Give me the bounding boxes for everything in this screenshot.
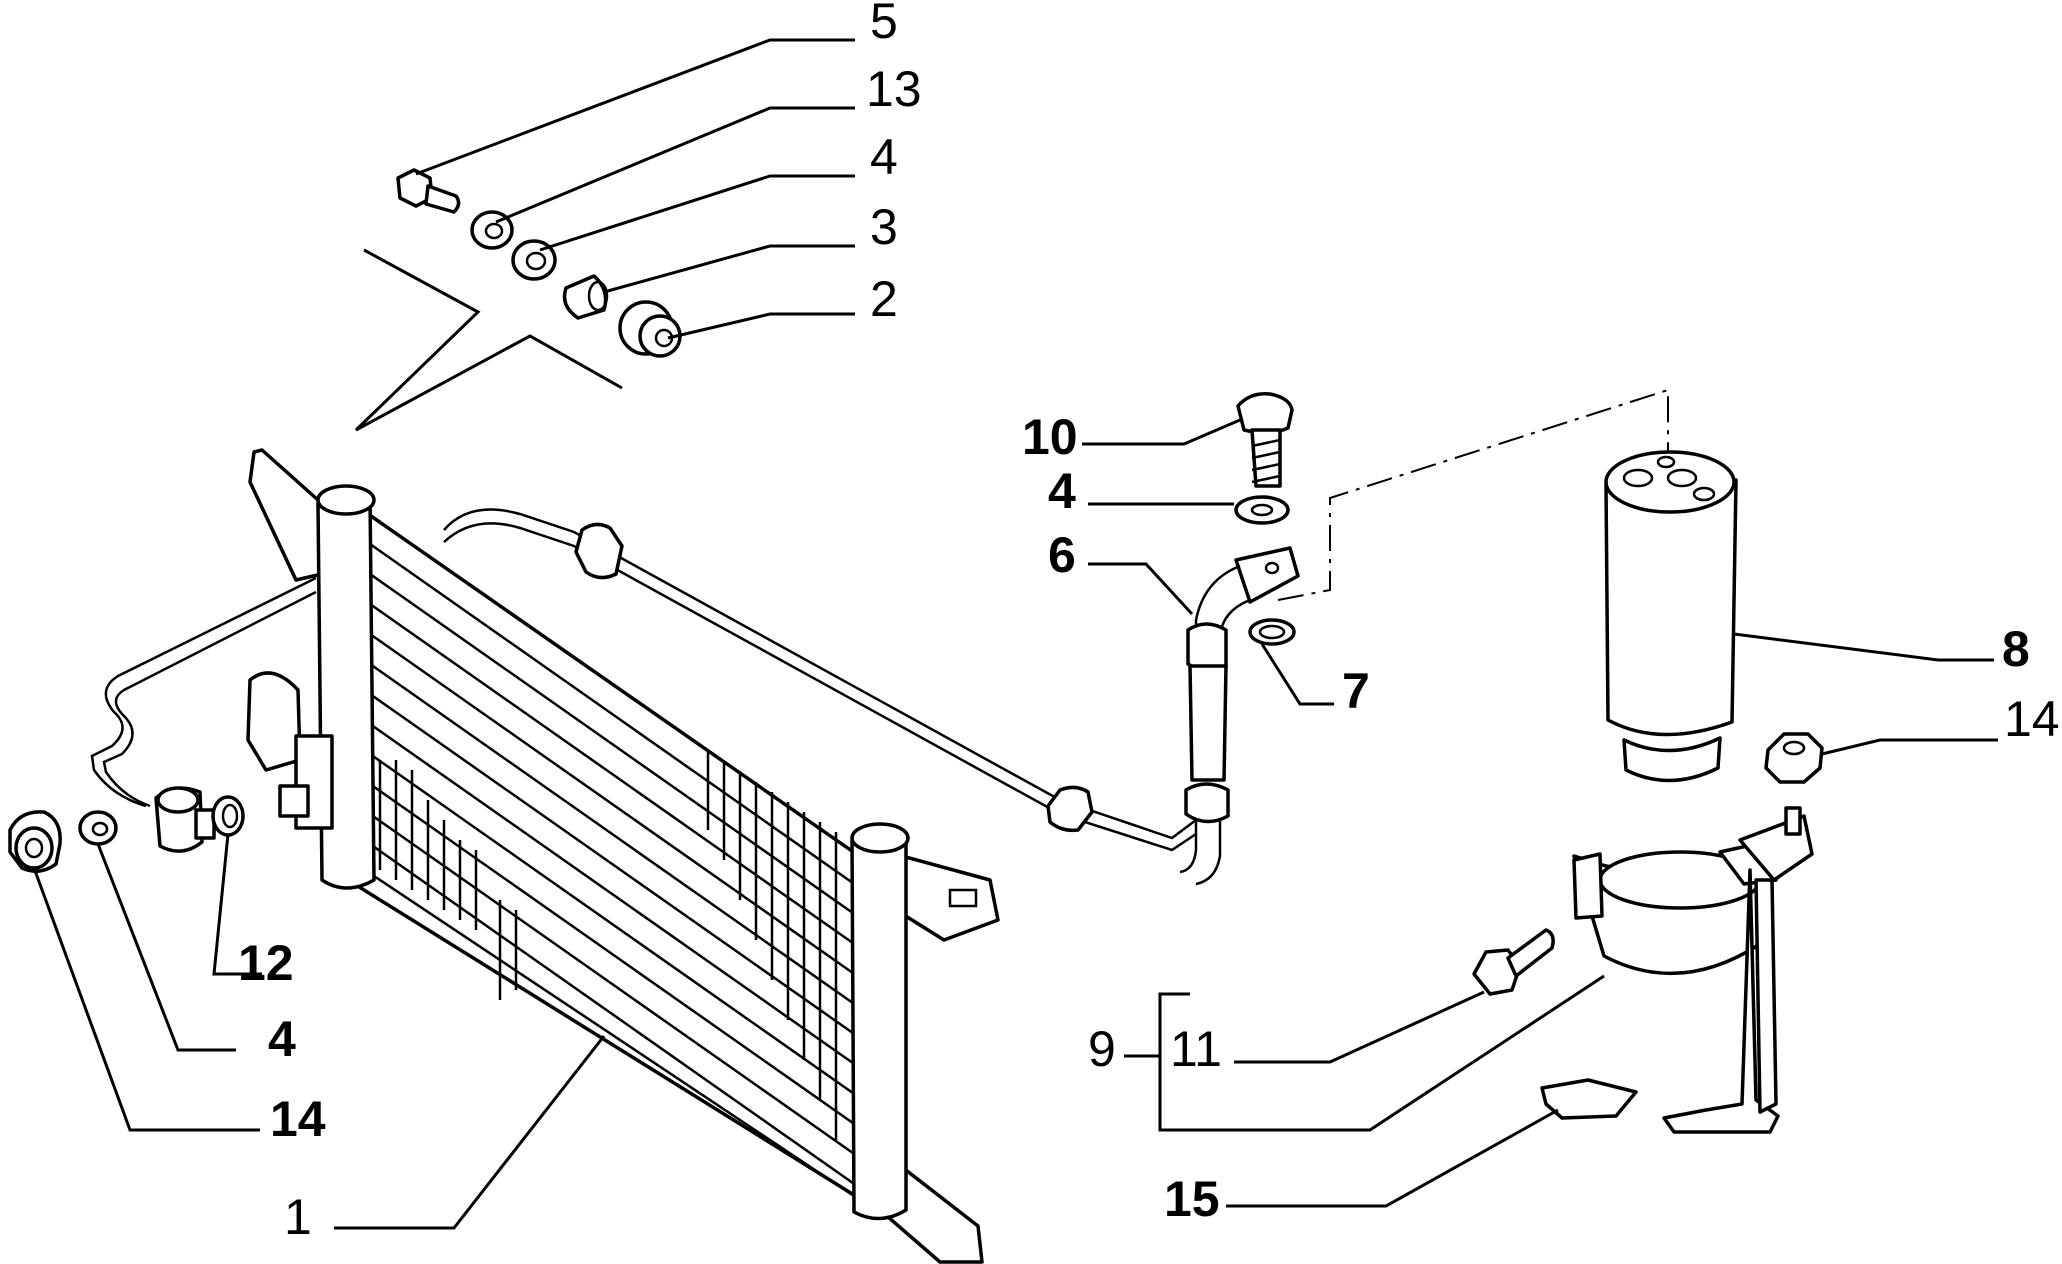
pressure-switch-part — [154, 786, 216, 853]
leader-14-left — [32, 867, 260, 1132]
leader-5 — [415, 38, 855, 176]
o-ring-part-12 — [211, 795, 245, 837]
callout-7: 7 — [1342, 663, 1370, 719]
bolt-part-10 — [1236, 392, 1294, 488]
leader-8 — [1733, 632, 1994, 662]
leader-11 — [1234, 990, 1485, 1064]
o-ring-part-7 — [1248, 618, 1296, 646]
leader-14-right — [1821, 738, 1998, 756]
callout-4-mid: 4 — [1048, 463, 1076, 519]
leader-1 — [334, 1035, 606, 1230]
leader-15 — [1226, 1108, 1559, 1208]
washer-part-4-top — [511, 239, 557, 281]
condenser-part-1 — [246, 448, 1000, 1264]
callout-14-left: 14 — [270, 1091, 326, 1147]
leader-7 — [1260, 643, 1334, 706]
bracket-9-brace — [1158, 974, 1605, 1132]
pad-part-15 — [1540, 1078, 1638, 1120]
nut-part-14-right — [1764, 732, 1824, 784]
leader-10 — [1082, 418, 1241, 446]
callout-11: 11 — [1170, 1021, 1222, 1077]
bolt-part-5 — [396, 168, 461, 214]
callout-5: 5 — [870, 0, 898, 49]
assembly-dashed-line — [1277, 388, 1669, 601]
callout-12: 12 — [238, 935, 294, 991]
callout-6: 6 — [1048, 527, 1076, 583]
hose-part-6 — [1179, 546, 1300, 886]
callout-4-top: 4 — [870, 129, 898, 185]
washer-part-4-left — [78, 810, 118, 846]
callout-8: 8 — [2002, 621, 2030, 677]
leader-4-left — [96, 843, 236, 1052]
bracket-part-9 — [1572, 806, 1814, 1134]
leader-6 — [1088, 562, 1194, 616]
bolt-part-11 — [1472, 928, 1555, 996]
callout-1: 1 — [284, 1189, 312, 1245]
washer-part-4-mid — [1234, 495, 1290, 525]
pressure-line — [90, 576, 317, 808]
grommet-part-2 — [618, 300, 682, 358]
nut-part-14-left — [8, 810, 62, 873]
callout-4-left: 4 — [268, 1011, 296, 1067]
spacer-part-3 — [562, 274, 609, 320]
leader-3 — [603, 244, 855, 294]
leader-4-top — [539, 174, 855, 252]
refrigerant-pipe — [443, 508, 1197, 852]
leader-12 — [212, 833, 262, 976]
callout-14-right: 14 — [2004, 691, 2060, 747]
leader-13 — [495, 106, 855, 224]
callout-13: 13 — [866, 61, 922, 117]
explosion-indicator — [354, 248, 623, 432]
callout-3: 3 — [870, 199, 898, 255]
receiver-drier-part-8 — [1604, 450, 1738, 783]
callout-15: 15 — [1164, 1171, 1220, 1227]
leader-2 — [667, 312, 855, 340]
callout-10: 10 — [1022, 409, 1078, 465]
callout-2: 2 — [870, 271, 898, 327]
callout-9: 9 — [1088, 1021, 1116, 1077]
